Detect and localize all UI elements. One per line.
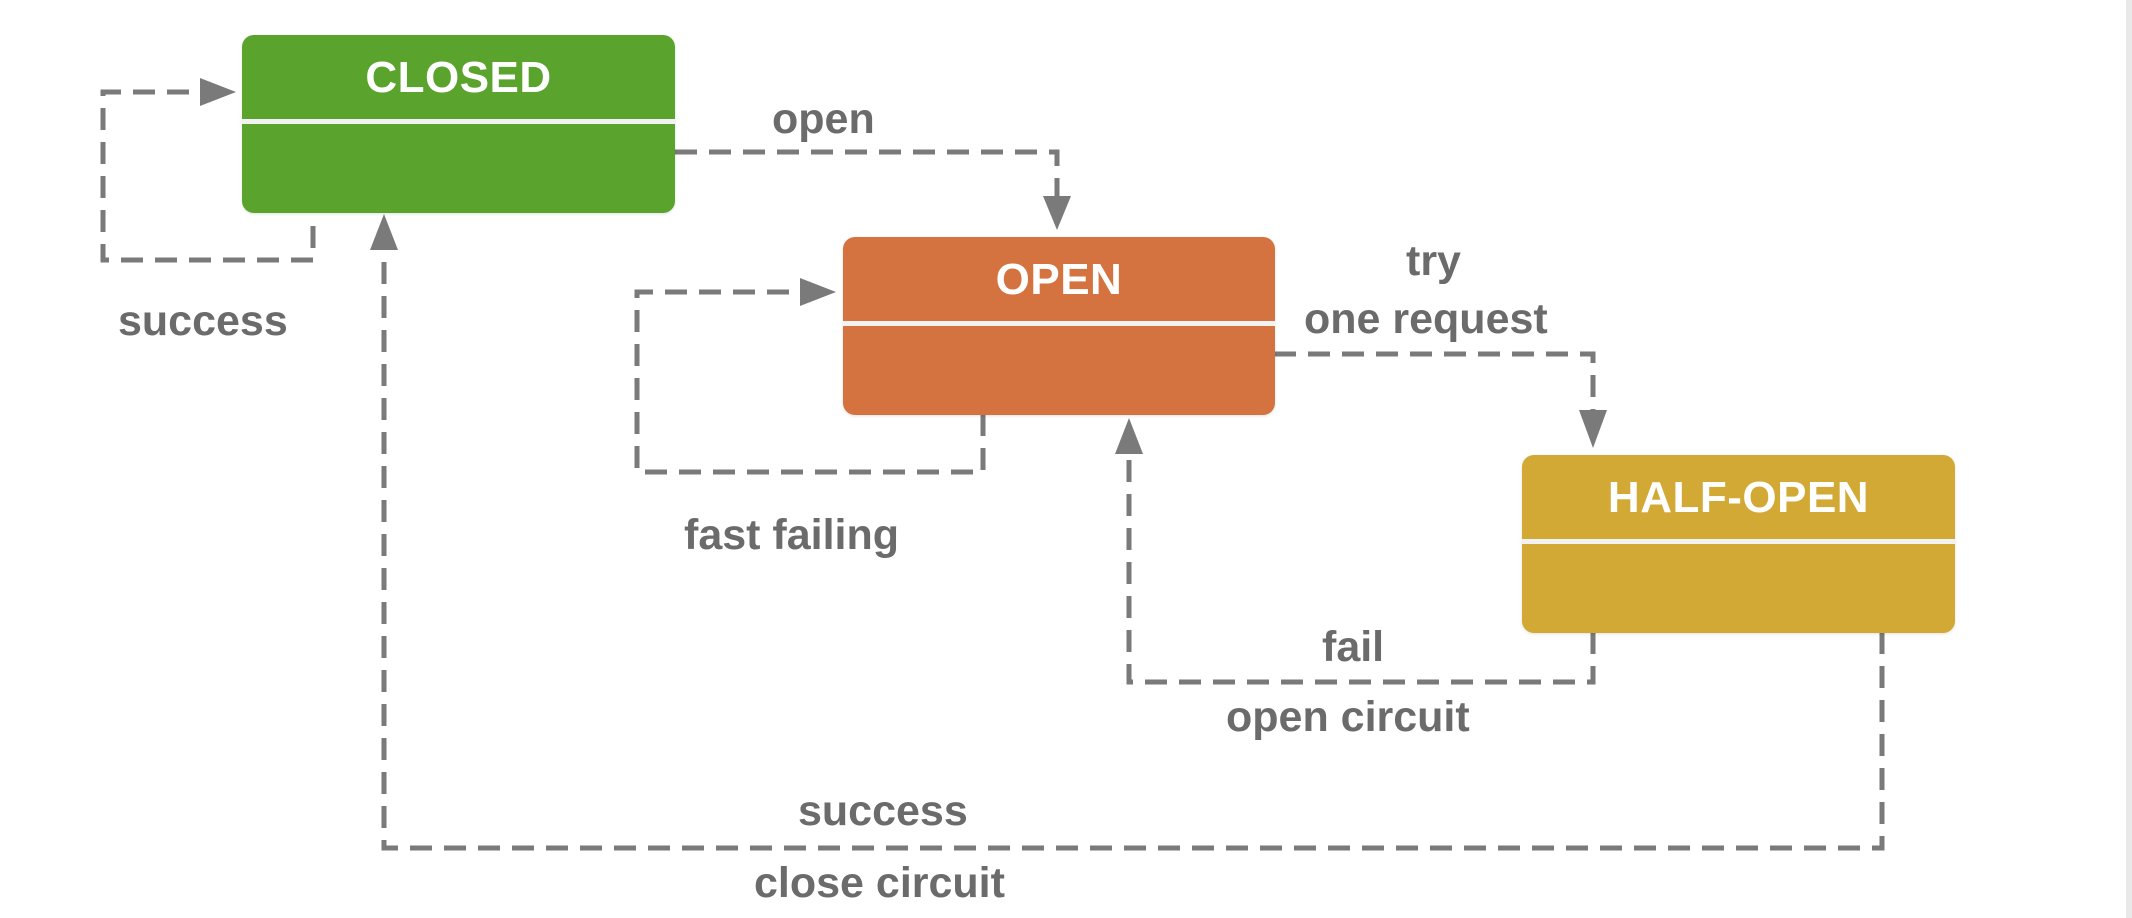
state-open-divider bbox=[843, 321, 1275, 326]
label-open-self-fast-failing: fast failing bbox=[684, 511, 900, 559]
label-one-request: one request bbox=[1304, 295, 1548, 343]
edge-open-to-half-open bbox=[1274, 351, 1596, 434]
right-edge-border bbox=[2126, 0, 2132, 918]
label-closed-self-success: success bbox=[118, 297, 288, 345]
label-close-circuit: close circuit bbox=[754, 859, 1005, 907]
state-open-title: OPEN bbox=[995, 255, 1123, 304]
state-open: OPEN bbox=[843, 237, 1275, 415]
label-success: success bbox=[798, 787, 968, 835]
label-try: try bbox=[1406, 237, 1461, 285]
label-fail: fail bbox=[1322, 623, 1385, 671]
state-closed-divider bbox=[242, 119, 675, 124]
arrowhead-closed-self bbox=[200, 78, 236, 106]
state-half-open: HALF-OPEN bbox=[1522, 455, 1955, 633]
label-open-circuit: open circuit bbox=[1226, 693, 1470, 741]
arrowhead-open-self bbox=[800, 278, 836, 306]
state-closed-title: CLOSED bbox=[365, 53, 552, 102]
edge-half-open-to-open bbox=[1126, 434, 1596, 685]
arrowhead-open-to-half-open bbox=[1579, 410, 1607, 448]
edge-half-open-to-closed bbox=[381, 232, 1885, 851]
edge-closed-self-loop bbox=[100, 89, 316, 263]
state-half-open-divider bbox=[1522, 539, 1955, 544]
state-closed: CLOSED bbox=[242, 35, 675, 213]
arrowhead-closed-to-open bbox=[1043, 196, 1071, 230]
state-half-open-title: HALF-OPEN bbox=[1607, 473, 1870, 522]
label-closed-to-open: open bbox=[772, 95, 875, 143]
edge-open-self-loop bbox=[634, 289, 986, 475]
arrowhead-half-open-to-open bbox=[1115, 418, 1143, 454]
arrowhead-half-open-to-closed bbox=[370, 214, 398, 250]
edge-closed-to-open bbox=[675, 149, 1060, 220]
